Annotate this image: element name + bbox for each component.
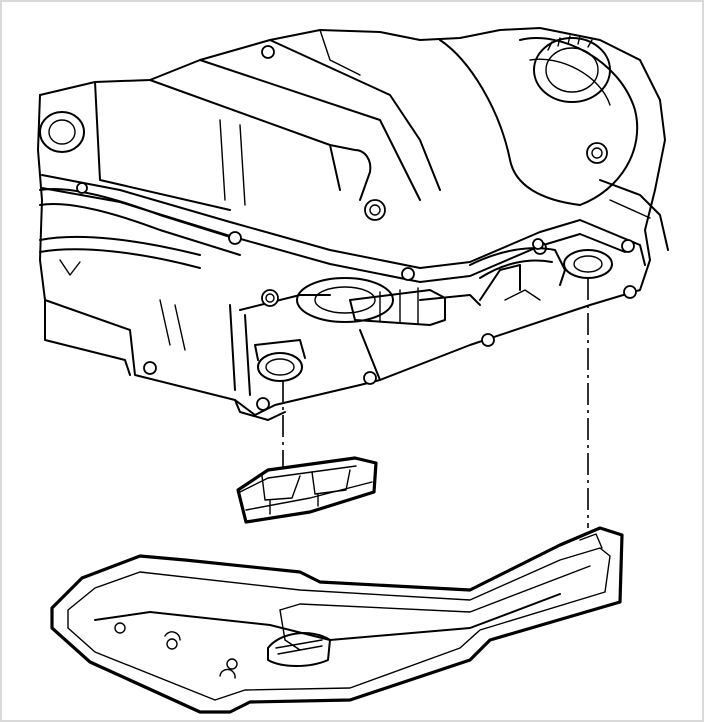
cooler-lines: [39, 188, 241, 276]
alignment-lines: [282, 278, 589, 528]
pan-mounting-flange: [41, 174, 646, 283]
transmission-case: [37, 27, 669, 301]
filter-seal: [236, 456, 378, 524]
valve-body: [44, 238, 651, 421]
oil-pan: [50, 526, 624, 714]
